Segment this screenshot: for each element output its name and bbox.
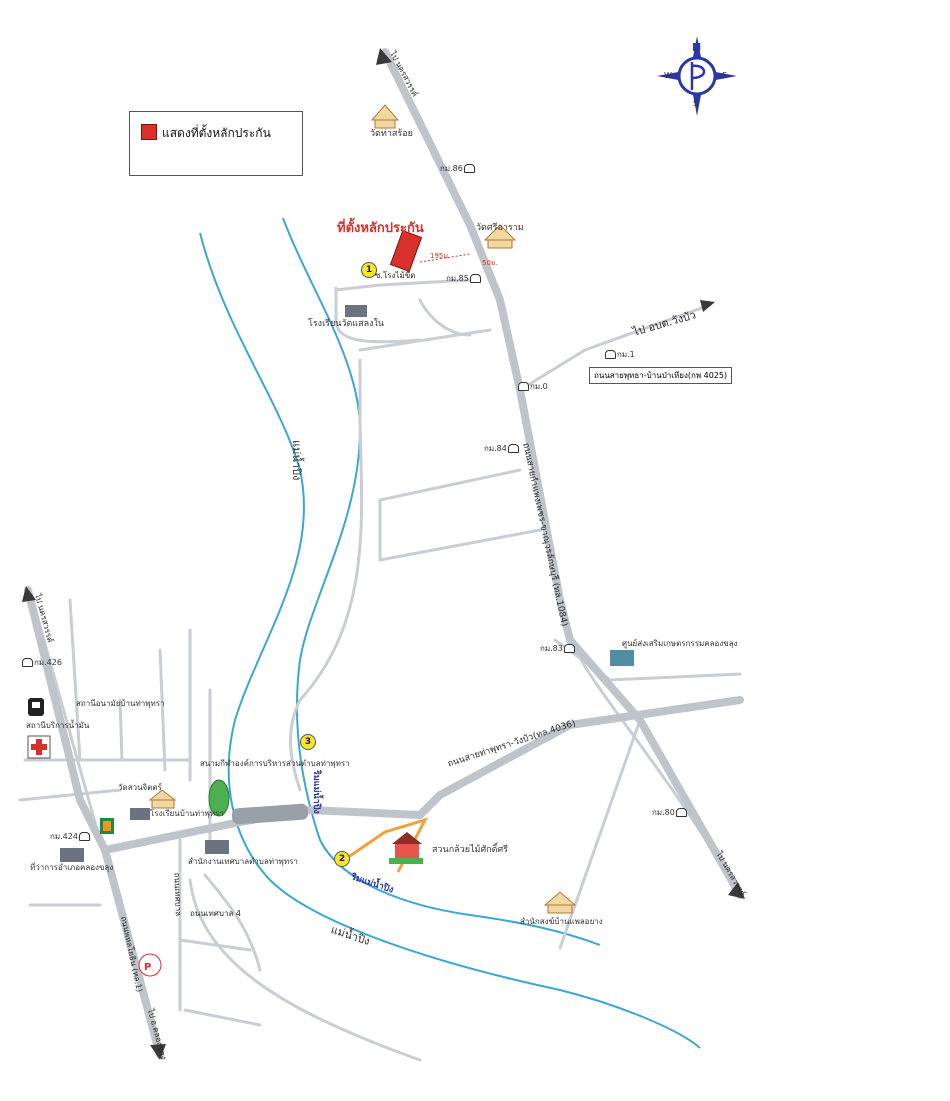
- road-1084: [381, 48, 744, 899]
- seven-eleven-icon: [100, 818, 114, 834]
- km-0: กม.0: [518, 380, 548, 393]
- road-west-local: ถนนเทศบาล: [172, 872, 183, 917]
- road-soi-1: ซ.โรงไม้ขีด: [375, 271, 416, 280]
- compass-e: E: [722, 71, 728, 80]
- label-office: สำนักงานเทศบาลตำบลท่าพุทรา: [188, 857, 298, 866]
- km-post-icon: [518, 382, 529, 391]
- label-wat-top: วัดท่าสร้อย: [370, 129, 413, 139]
- km-post-icon: [605, 350, 616, 359]
- resort-icon: [389, 832, 423, 864]
- label-resort: สวนกล้วยไม้ศักดิ์ศรี: [432, 845, 509, 855]
- site-distance-line: [419, 253, 471, 263]
- marker-3: 3: [300, 734, 316, 750]
- legend-box: แสดงที่ตั้งหลักประกัน: [129, 111, 303, 176]
- road-note-box: ถนนสายพุทธา-บ้านป่าเหียง(กพ 4025): [589, 367, 733, 384]
- label-fuel: สถานีบริการน้ำมัน: [26, 721, 90, 730]
- km-85: กม.85: [446, 272, 481, 285]
- site-distance-2: 50ม.: [482, 259, 498, 267]
- road-arrows: [22, 48, 745, 1060]
- km-post-icon: [563, 644, 575, 653]
- label-wat-sri: วัดศรีอาราม: [476, 223, 524, 233]
- river-pingriver: [199, 217, 701, 1049]
- km-post-icon: [469, 274, 481, 283]
- label-hospital: สถานีอนามัยบ้านท่าพุทรา: [76, 699, 165, 708]
- km-426: กม.426: [22, 656, 62, 669]
- km-424: กม.424: [50, 830, 90, 843]
- marker-2: 2: [334, 851, 350, 867]
- km-post-icon: [22, 658, 33, 667]
- label-school: โรงเรียนวัดแสลงใน: [308, 319, 385, 329]
- km-post-icon: [463, 164, 475, 173]
- svg-text:P: P: [144, 962, 151, 973]
- km-post-icon: [78, 832, 90, 841]
- legend-swatch: [141, 124, 157, 140]
- site-marker: [389, 230, 423, 272]
- road-west-local-2: ถนนเทศบาล 4: [190, 909, 241, 918]
- stadium-icon: [208, 779, 230, 817]
- label-school-west: โรงเรียนบ้านท่าพุทรา: [150, 809, 224, 818]
- compass-s: S: [693, 99, 699, 108]
- km-80: กม.80: [652, 806, 687, 819]
- km-1: กม.1: [605, 348, 635, 361]
- compass-n: N: [692, 41, 702, 54]
- road-river-1: ริมแม่น้ำปิง: [310, 770, 321, 814]
- site-distance-1: 195ม.: [430, 252, 451, 260]
- label-district: ที่ว่าการอำเภอคลองขลุง: [30, 863, 114, 872]
- bridge: [231, 803, 309, 825]
- marker-1: 1: [361, 262, 377, 278]
- label-wat-south: สำนักสงฆ์บ้านแพลอยาง: [520, 917, 603, 926]
- hospital-icon: [27, 735, 51, 759]
- label-coop: ศูนย์ส่งเสริมเกษตรกรรมคลองขลุง: [622, 639, 738, 648]
- ptt-icon: P: [138, 953, 162, 977]
- temple-icons: [148, 104, 577, 914]
- compass-rose: [657, 36, 737, 116]
- legend-label: แสดงที่ตั้งหลักประกัน: [162, 126, 271, 140]
- km-83: กม.83: [540, 642, 575, 655]
- road-hwy1: [24, 586, 164, 1059]
- km-84: กม.84: [484, 442, 519, 455]
- label-river-1: แม่น้ำปิง: [290, 440, 304, 481]
- km-post-icon: [675, 808, 687, 817]
- major-roads: [24, 48, 744, 1059]
- km-post-icon: [507, 444, 519, 453]
- building-icons: [60, 305, 634, 862]
- label-wat-west: วัดสวนจิตตร์: [118, 783, 162, 792]
- site-title: ที่ตั้งหลักประกัน: [337, 221, 424, 236]
- label-stadium: สนามกีฬาองค์การบริหารส่วนตำบลท่าพุทรา: [200, 759, 350, 768]
- fuel-icon: [28, 698, 44, 716]
- km-86: กม.86: [440, 162, 475, 175]
- compass-w: W: [664, 71, 672, 80]
